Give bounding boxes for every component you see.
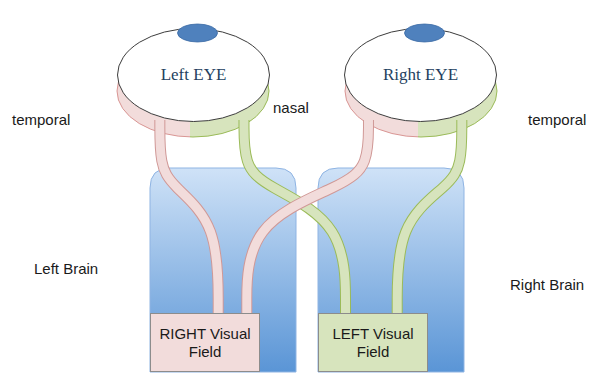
brain-region: Left BrainRIGHT Visual Field — [150, 168, 296, 372]
visual-field-box: LEFT Visual Field — [318, 313, 428, 372]
eye-shape: Left EYE — [117, 28, 270, 122]
fiber-fill — [244, 120, 346, 313]
nerve-fiber — [244, 120, 346, 313]
fiber-outline — [160, 120, 218, 313]
hemisphere-label: Right Brain — [510, 276, 584, 293]
eye-label: Left EYE — [161, 65, 227, 85]
eyeball — [118, 29, 270, 122]
hemisphere-label: Left Brain — [34, 260, 98, 277]
eyeball — [345, 29, 497, 122]
brain-region: Right BrainLEFT Visual Field — [318, 168, 464, 372]
eye-shape: Right EYE — [344, 28, 497, 122]
fiber-outline — [247, 120, 369, 313]
nerve-fiber — [247, 120, 369, 313]
fiber-outline — [397, 120, 462, 313]
fiber-fill — [397, 120, 462, 313]
eye-label: Right EYE — [383, 65, 458, 85]
visual-field-box: RIGHT Visual Field — [150, 313, 260, 372]
nerve-fiber — [160, 120, 218, 313]
field-label: RIGHT Visual Field — [155, 325, 255, 361]
temporal-label: temporal — [528, 111, 586, 128]
fiber-outline — [244, 120, 346, 313]
brain-hemisphere — [150, 168, 296, 372]
pupil-mark — [178, 24, 218, 42]
temporal-label: temporal — [12, 111, 70, 128]
fiber-fill — [160, 120, 218, 313]
nasal-label: nasal — [273, 99, 309, 116]
nerve-fiber — [397, 120, 462, 313]
field-label: LEFT Visual Field — [323, 325, 423, 361]
pupil-mark — [405, 24, 445, 42]
fiber-fill — [247, 120, 369, 313]
